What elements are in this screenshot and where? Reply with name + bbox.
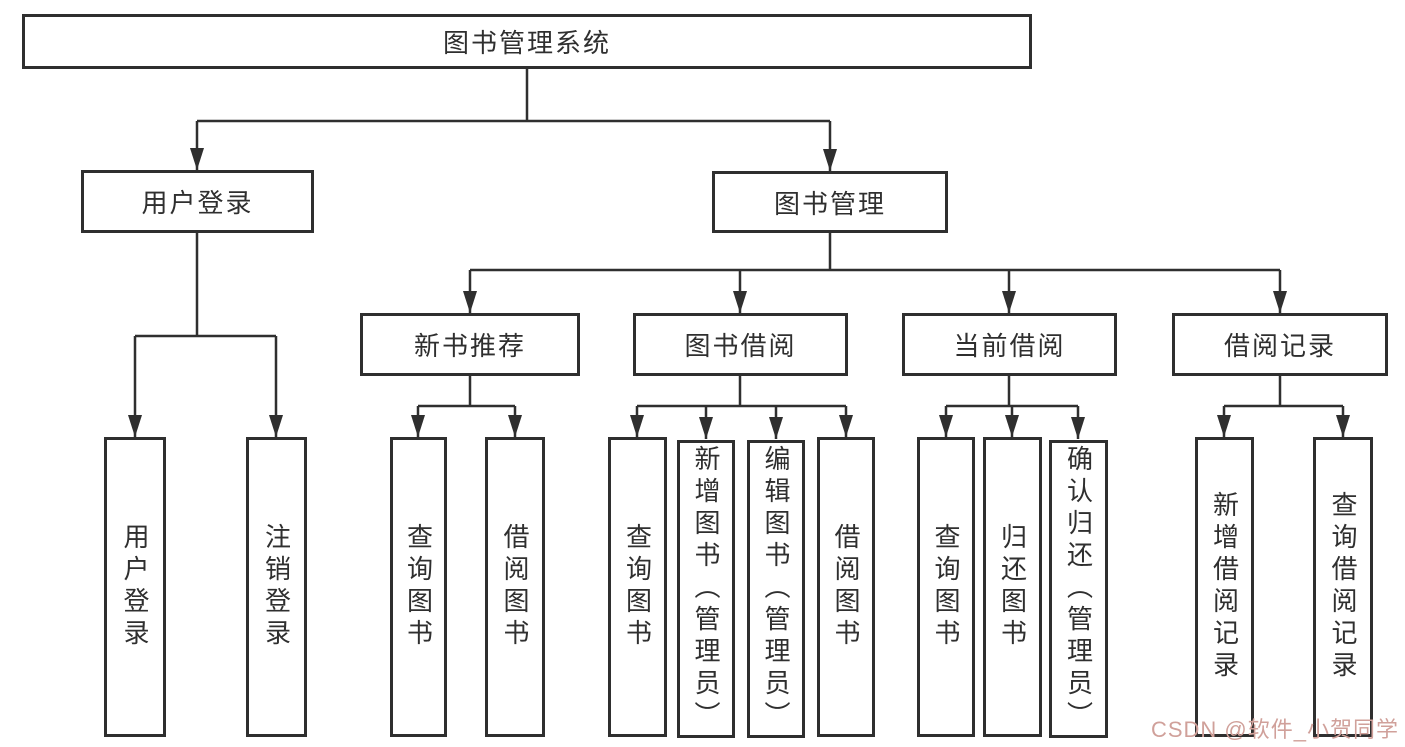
- node-new-book-recommend: 新书推荐: [360, 313, 580, 376]
- leaf-label: 注销登录: [261, 523, 292, 651]
- leaf-query-books-2: 查询图书: [608, 437, 667, 737]
- leaf-label: 归还图书: [997, 523, 1028, 651]
- node-book-management: 图书管理: [712, 171, 948, 233]
- leaf-query-books-3: 查询图书: [917, 437, 975, 737]
- node-borrow-records: 借阅记录: [1172, 313, 1388, 376]
- leaf-borrow-books-1: 借阅图书: [485, 437, 545, 737]
- leaf-label: 查询图书: [403, 523, 434, 651]
- leaf-label: 用户登录: [120, 523, 150, 651]
- leaf-label: 新增图书（管理员）: [691, 445, 721, 733]
- leaf-label: 借阅图书: [831, 523, 861, 651]
- leaf-query-books-1: 查询图书: [390, 437, 447, 737]
- leaf-return-book: 归还图书: [983, 437, 1042, 737]
- leaf-borrow-books-2: 借阅图书: [817, 437, 875, 737]
- node-root-library-system: 图书管理系统: [22, 14, 1032, 69]
- trunk-borrow-records: [1224, 376, 1343, 408]
- node-book-borrow: 图书借阅: [633, 313, 848, 376]
- trunk-new-book-recommend: [418, 376, 515, 408]
- leaf-user-login: 用户登录: [104, 437, 166, 737]
- leaf-logout: 注销登录: [246, 437, 307, 737]
- leaf-label: 新增借阅记录: [1209, 491, 1240, 683]
- csdn-watermark: CSDN @软件_小贺同学: [1150, 717, 1399, 742]
- trunk-user-login: [135, 233, 276, 338]
- leaf-label: 查询图书: [622, 523, 653, 651]
- leaf-label: 查询借阅记录: [1328, 491, 1358, 683]
- leaf-label: 确认归还（管理员）: [1063, 445, 1094, 733]
- trunk-root: [197, 69, 830, 123]
- node-current-borrow: 当前借阅: [902, 313, 1117, 376]
- leaf-label: 借阅图书: [500, 523, 530, 651]
- trunk-book-borrow: [637, 376, 846, 408]
- node-user-login: 用户登录: [81, 170, 314, 233]
- trunk-book-management: [470, 233, 1280, 272]
- leaf-add-book-admin: 新增图书（管理员）: [677, 440, 735, 738]
- trunk-current-borrow: [946, 376, 1078, 408]
- leaf-label: 查询图书: [931, 523, 961, 651]
- leaf-confirm-return-admin: 确认归还（管理员）: [1049, 440, 1108, 738]
- leaf-edit-book-admin: 编辑图书（管理员）: [747, 440, 805, 738]
- leaf-query-borrow-record: 查询借阅记录: [1313, 437, 1373, 737]
- leaf-add-borrow-record: 新增借阅记录: [1195, 437, 1254, 737]
- leaf-label: 编辑图书（管理员）: [761, 445, 791, 733]
